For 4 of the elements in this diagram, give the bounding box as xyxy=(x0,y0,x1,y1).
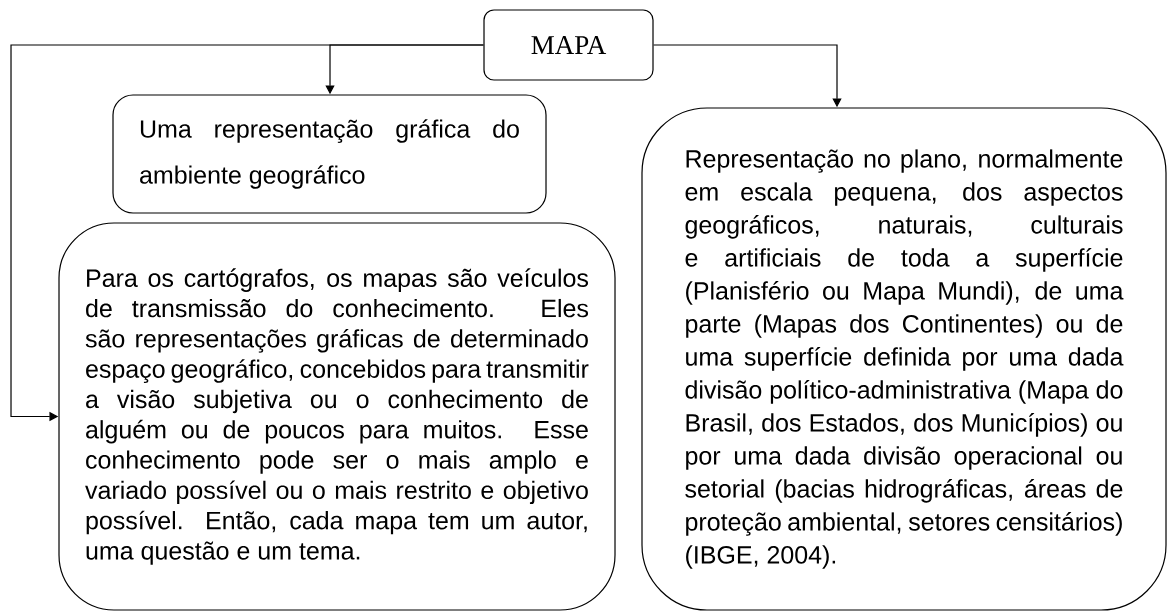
text-box: Para os cartógrafos, os mapas são veículos de transmissão do conhecimento. Eles são representações gráficas de determinado espaço geográfico, concebidos para transmitir a visão subjetiva ou o conhecimento de alguém ou de poucos para muitos. Esse conhecimento pode ser o mais amplo e variado possível ou o mais restrito e objetivo possível. Então, cada mapa tem um autor, uma questão e um tema. xyxy=(58,222,616,611)
text-box: Representação no plano, normalmente em escala pequena, dos aspectos geográficos, naturais, culturais e artificiais de toda a superfície (Planisfério ou Mapa Mundi), de uma parte (Mapas dos Continentes) ou de uma superfície definida por uma dada divisão político-administrativa (Mapa do Brasil, dos Estados, dos Municípios) ou por uma dada divisão operacional ou setorial (bacias hidrográficas, áreas de proteção ambiental, setores censitários) (IBGE, 2004). xyxy=(641,107,1167,611)
text-box: Uma representação gráfica do ambiente geográfico xyxy=(112,94,547,214)
title-box: MAPA xyxy=(483,9,654,81)
